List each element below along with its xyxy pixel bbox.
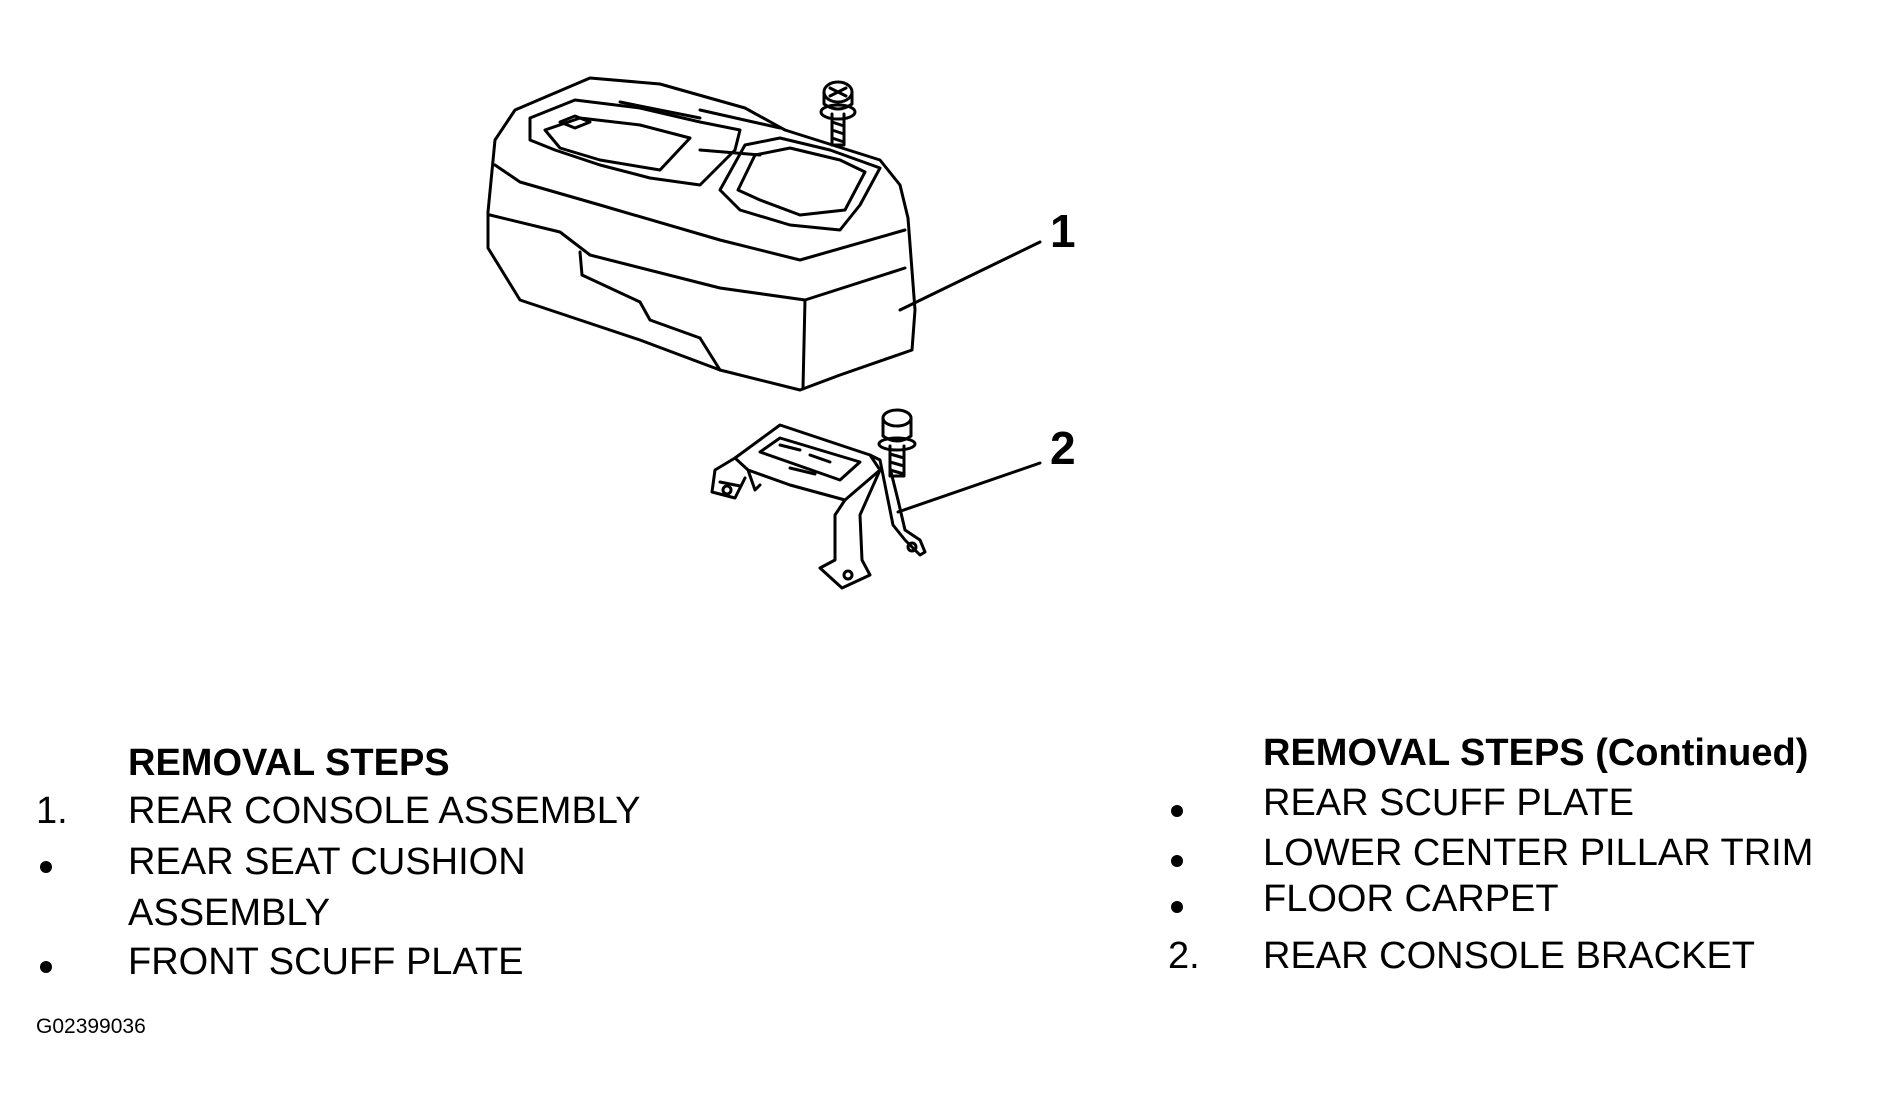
rear-console-bracket-drawing — [710, 423, 927, 590]
callout-2: 2 — [1050, 422, 1076, 474]
list-item: ASSEMBLY — [128, 892, 331, 934]
rear-console-assembly-drawing — [486, 76, 917, 392]
bullet-icon — [1171, 901, 1183, 913]
list-item: LOWER CENTER PILLAR TRIM — [1263, 832, 1814, 874]
step-number: 2. — [1168, 935, 1200, 977]
list-item: REAR SEAT CUSHION — [128, 841, 526, 883]
list-item: REAR CONSOLE ASSEMBLY — [128, 790, 641, 832]
list-heading: REMOVAL STEPS — [128, 742, 450, 784]
screw-icon — [819, 80, 857, 147]
figure-id: G02399036 — [36, 1015, 146, 1038]
list-item: REAR SCUFF PLATE — [1263, 782, 1634, 824]
bullet-icon — [1171, 805, 1183, 817]
leader-line-1 — [898, 240, 1042, 312]
bolt-icon — [877, 408, 917, 478]
list-heading: REMOVAL STEPS (Continued) — [1263, 732, 1809, 774]
bullet-icon — [40, 861, 52, 873]
list-item: FRONT SCUFF PLATE — [128, 941, 524, 983]
step-number: 1. — [36, 790, 68, 832]
leader-line-2 — [896, 461, 1042, 514]
console-exploded-view — [486, 76, 1042, 590]
list-item: REAR CONSOLE BRACKET — [1263, 935, 1755, 977]
callout-1: 1 — [1050, 205, 1076, 257]
bullet-icon — [1171, 855, 1183, 867]
list-item: FLOOR CARPET — [1263, 878, 1559, 920]
bullet-icon — [40, 961, 52, 973]
